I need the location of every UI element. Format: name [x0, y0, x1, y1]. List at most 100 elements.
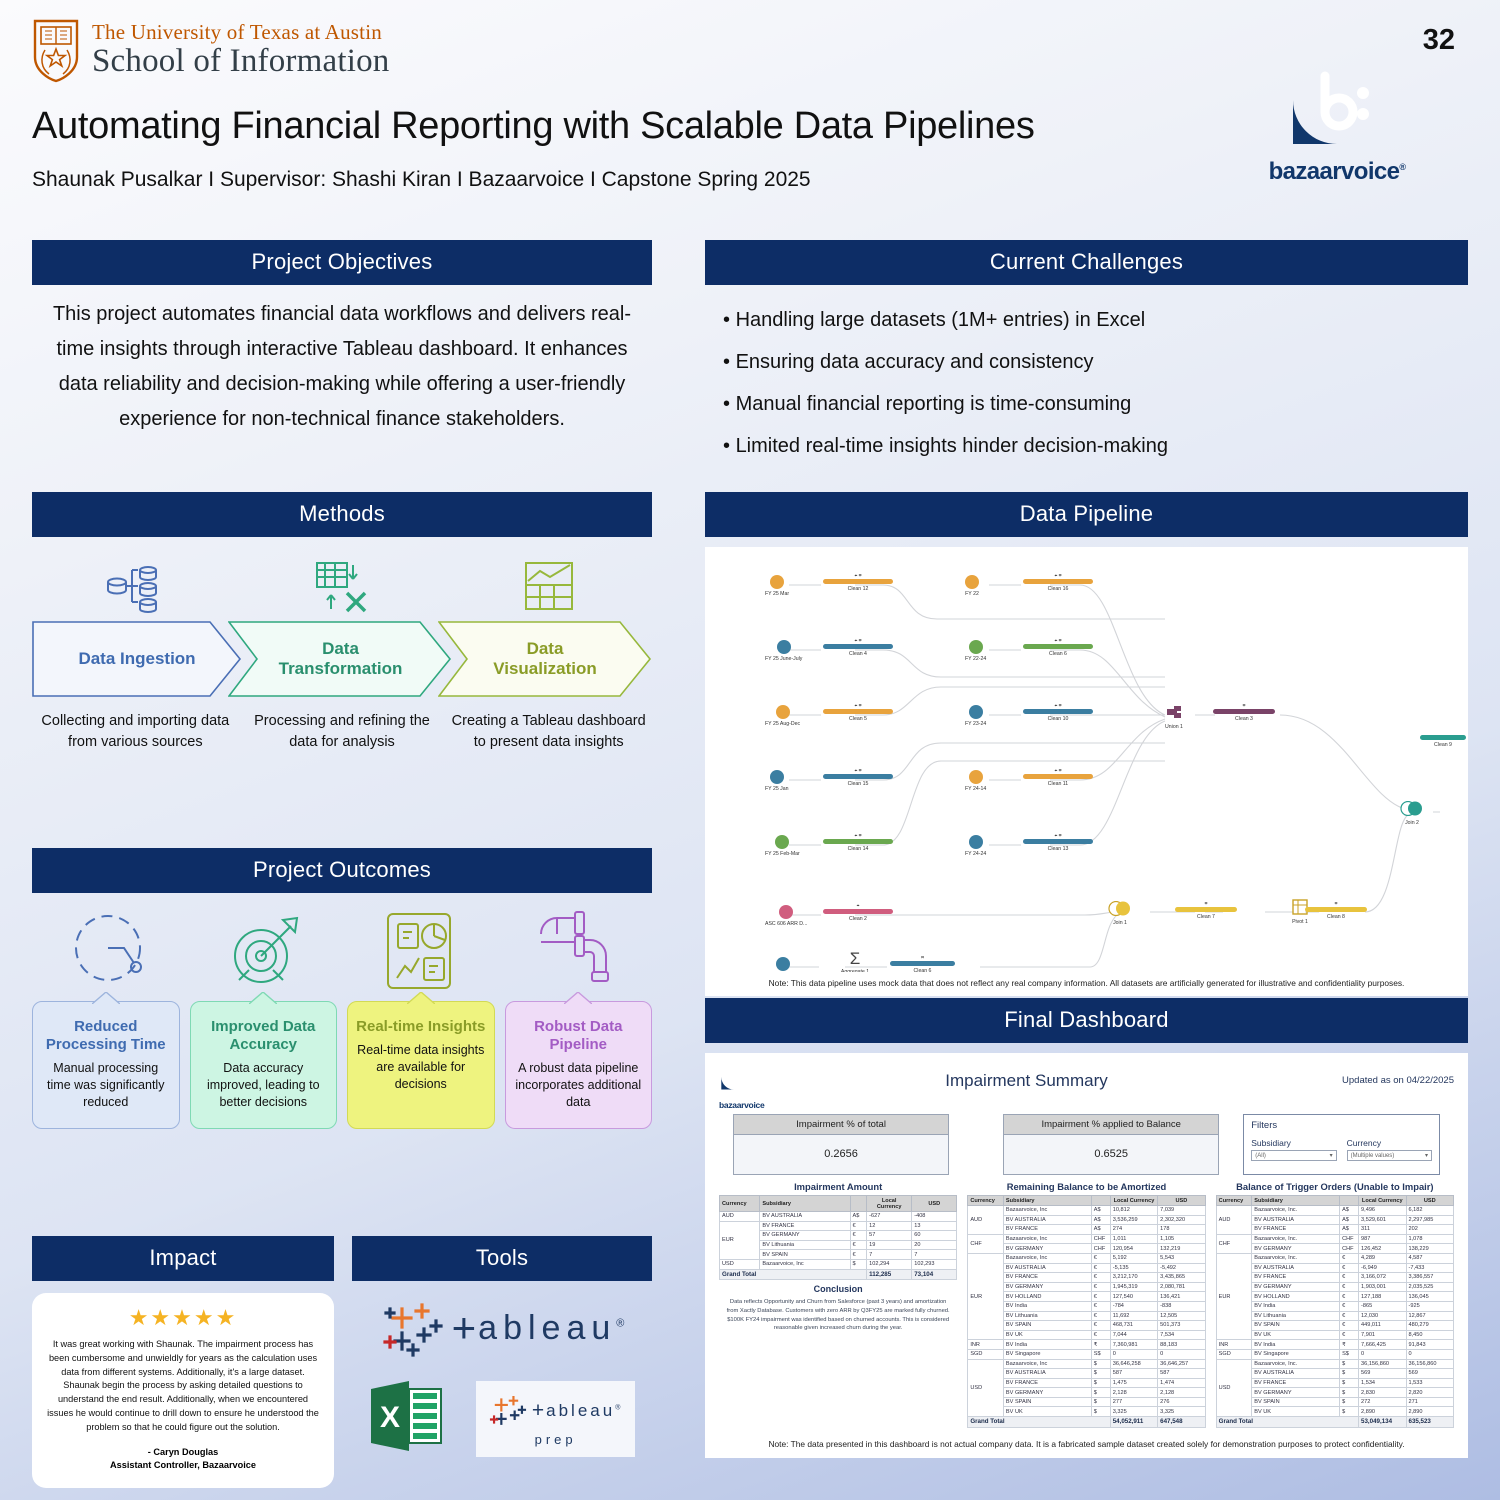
pipeline-node-clean[interactable]: ⌖ ⌗Clean 11 — [1023, 768, 1093, 787]
cell-symbol: S$ — [1090, 1348, 1111, 1360]
cell-usd: 136,421 — [1157, 1291, 1206, 1302]
pipeline-node-input[interactable]: FY 25 Feb-Mar — [765, 835, 800, 857]
col-subsidiary: Subsidiary — [1002, 1195, 1092, 1206]
cell-symbol: $ — [1090, 1377, 1111, 1389]
pipeline-node-clean[interactable]: ⌗Clean 8 — [1305, 901, 1367, 920]
pipeline-node-clean[interactable]: ⌖ ⌗Clean 10 — [1023, 703, 1093, 722]
pipeline-node-clean-9[interactable]: Clean 9 — [1420, 735, 1466, 748]
cell-subsidiary: BV GERMANY — [1002, 1243, 1092, 1254]
col-usd: USD — [911, 1195, 958, 1212]
pipeline-node-input[interactable]: ASC 606 ARR D... — [765, 905, 807, 927]
cell-currency: INR — [967, 1339, 1004, 1350]
pipeline-node-input[interactable]: FY 23-24 — [965, 705, 986, 727]
outcome-card-text: Data accuracy improved, leading to bette… — [206, 1061, 320, 1109]
target-arrow-icon-wrap — [187, 905, 342, 997]
pipeline-node-label: Clean 11 — [1047, 781, 1069, 787]
pipeline-node-clean[interactable]: ⌖ ⌗Clean 13 — [1023, 833, 1093, 852]
pipeline-node-clean[interactable]: ⌖ ⌗Clean 6 — [1023, 638, 1093, 657]
pipeline-node-clean[interactable]: ⌗Clean 3 — [1213, 703, 1275, 722]
pipeline-node-input[interactable]: Crop Data Load — [765, 957, 802, 972]
pipeline-node-join[interactable]: Join 2 — [1395, 800, 1429, 826]
filter-subsidiary-select[interactable]: (All) ▾ — [1251, 1150, 1337, 1161]
methods-caption-row: Collecting and importing data from vario… — [32, 711, 652, 753]
cell-subsidiary: BV SPAIN — [1251, 1320, 1341, 1331]
filters-row: Subsidiary (All) ▾ Currency (Multiple va… — [1251, 1138, 1432, 1161]
cell-usd: 569 — [1405, 1368, 1454, 1379]
cell-subsidiary: BV AUSTRALIA — [1251, 1368, 1341, 1379]
pipeline-node-union[interactable]: Union 1 — [1157, 704, 1191, 730]
table-trigger-orders-wrap: Balance of Trigger Orders (Unable to Imp… — [1215, 1181, 1454, 1428]
cell-usd: 60 — [911, 1230, 958, 1241]
pipeline-node-clean[interactable]: ⌖ ⌗Clean 12 — [823, 573, 893, 592]
pipeline-node-input[interactable]: FY 25 Jan — [765, 770, 789, 792]
pipeline-node-label: FY 24-14 — [965, 786, 987, 792]
testimonial-card: ★★★★★ It was great working with Shaunak.… — [32, 1293, 334, 1489]
project-outcomes-heading: Project Outcomes — [32, 848, 652, 893]
col-local-currency: Local Currency — [1109, 1195, 1159, 1206]
pipeline-node-label: FY 22-24 — [965, 656, 987, 662]
cell-symbol: € — [1090, 1262, 1111, 1274]
cell-local: 277 — [1109, 1396, 1159, 1408]
cell-usd: 91,843 — [1405, 1339, 1454, 1350]
methods-step-2-label-line2: Transformation — [278, 659, 403, 678]
cell-symbol: S$ — [1339, 1348, 1360, 1360]
cell-subsidiary: BV UK — [1002, 1329, 1092, 1341]
dashboard-table-row: Impairment Amount Currency Subsidiary Lo… — [718, 1181, 1454, 1428]
pipeline-node-input[interactable]: FY 24-24 — [965, 835, 986, 857]
transform-icon — [316, 562, 367, 613]
dashboard-report-icon-wrap — [342, 905, 497, 997]
pipeline-node-clean[interactable]: ⌖ ⌗Clean 5 — [823, 703, 893, 722]
pipeline-node-clean[interactable]: ⌖ ⌗Clean 15 — [823, 768, 893, 787]
pipeline-node-clean[interactable]: ⌖ ⌗Clean 16 — [1023, 573, 1093, 592]
impact-heading: Impact — [32, 1236, 334, 1281]
methods-step-3-label-line1: Data — [526, 639, 564, 659]
cell-symbol: € — [849, 1239, 868, 1251]
cell-subsidiary: BV SPAIN — [1002, 1396, 1092, 1408]
cell-subsidiary: BV UK — [1251, 1406, 1341, 1418]
pipeline-node-clean[interactable]: ⌗Clean 7 — [1175, 901, 1237, 920]
database-icon — [107, 566, 158, 613]
pipeline-node-clean[interactable]: ⌗Clean 6 — [890, 955, 955, 972]
cell-subsidiary: BV AUSTRALIA — [759, 1211, 851, 1222]
data-pipeline-panel: Data Pipeline — [705, 492, 1468, 996]
table-title: Remaining Balance to be Amortized — [1006, 1181, 1167, 1192]
filter-currency-select[interactable]: (Multiple values) ▾ — [1346, 1150, 1432, 1161]
pipeline-node-aggregate[interactable]: ΣAggregate 1 — [825, 950, 885, 972]
conclusion-block: Conclusion Data reflects Opportunity and… — [719, 1280, 957, 1333]
cell-subsidiary: BV GERMANY — [1251, 1243, 1341, 1254]
pipeline-node-input[interactable]: FY 25 Mar — [765, 575, 789, 597]
pipeline-node-clean[interactable]: ⌖ ⌗Clean 4 — [823, 638, 893, 657]
filter-subsidiary-label: Subsidiary — [1251, 1138, 1291, 1148]
pipeline-node-join[interactable]: Join 1 — [1103, 900, 1137, 926]
dashboard-canvas: bazaarvoice Impairment Summary Updated a… — [705, 1053, 1468, 1432]
table-impairment-amount-wrap: Impairment Amount Currency Subsidiary Lo… — [718, 1181, 958, 1333]
outcome-card-text: Manual processing time was significantly… — [47, 1061, 165, 1109]
pipeline-node-input[interactable]: FY 25 June-July — [765, 640, 802, 662]
pipeline-node-input[interactable]: FY 24-14 — [965, 770, 986, 792]
tableau-prep-wordmark-text: ableau — [546, 1400, 616, 1420]
chevron-down-icon: ▾ — [1329, 1153, 1333, 1159]
cell-local: 2,890 — [1358, 1406, 1407, 1418]
cell-symbol: € — [1339, 1310, 1360, 1322]
pipeline-node-input[interactable]: FY 22 — [965, 575, 979, 597]
cell-symbol: CHF — [1339, 1233, 1360, 1245]
cell-local: 1,903,001 — [1358, 1281, 1407, 1293]
cell-local: 127,188 — [1358, 1291, 1407, 1302]
cell-local: 3,166,072 — [1358, 1272, 1407, 1283]
col-subsidiary: Subsidiary — [759, 1195, 851, 1212]
cell-currency: CHF — [967, 1233, 1004, 1254]
pipeline-node-input[interactable]: FY 22-24 — [965, 640, 986, 662]
filters-box: Filters Subsidiary (All) ▾ Currency (Mul… — [1243, 1114, 1440, 1175]
pipeline-node-input[interactable]: FY 25 Aug-Dec — [765, 705, 800, 727]
dashboard-logo-word: bazaarvoice — [719, 1100, 765, 1110]
table-title: Balance of Trigger Orders (Unable to Imp… — [1236, 1181, 1434, 1192]
cell-symbol: A$ — [1090, 1205, 1111, 1216]
pipeline-node-clean[interactable]: ⌖Clean 2 — [823, 903, 893, 922]
pipeline-node-clean[interactable]: ⌖ ⌗Clean 14 — [823, 833, 893, 852]
